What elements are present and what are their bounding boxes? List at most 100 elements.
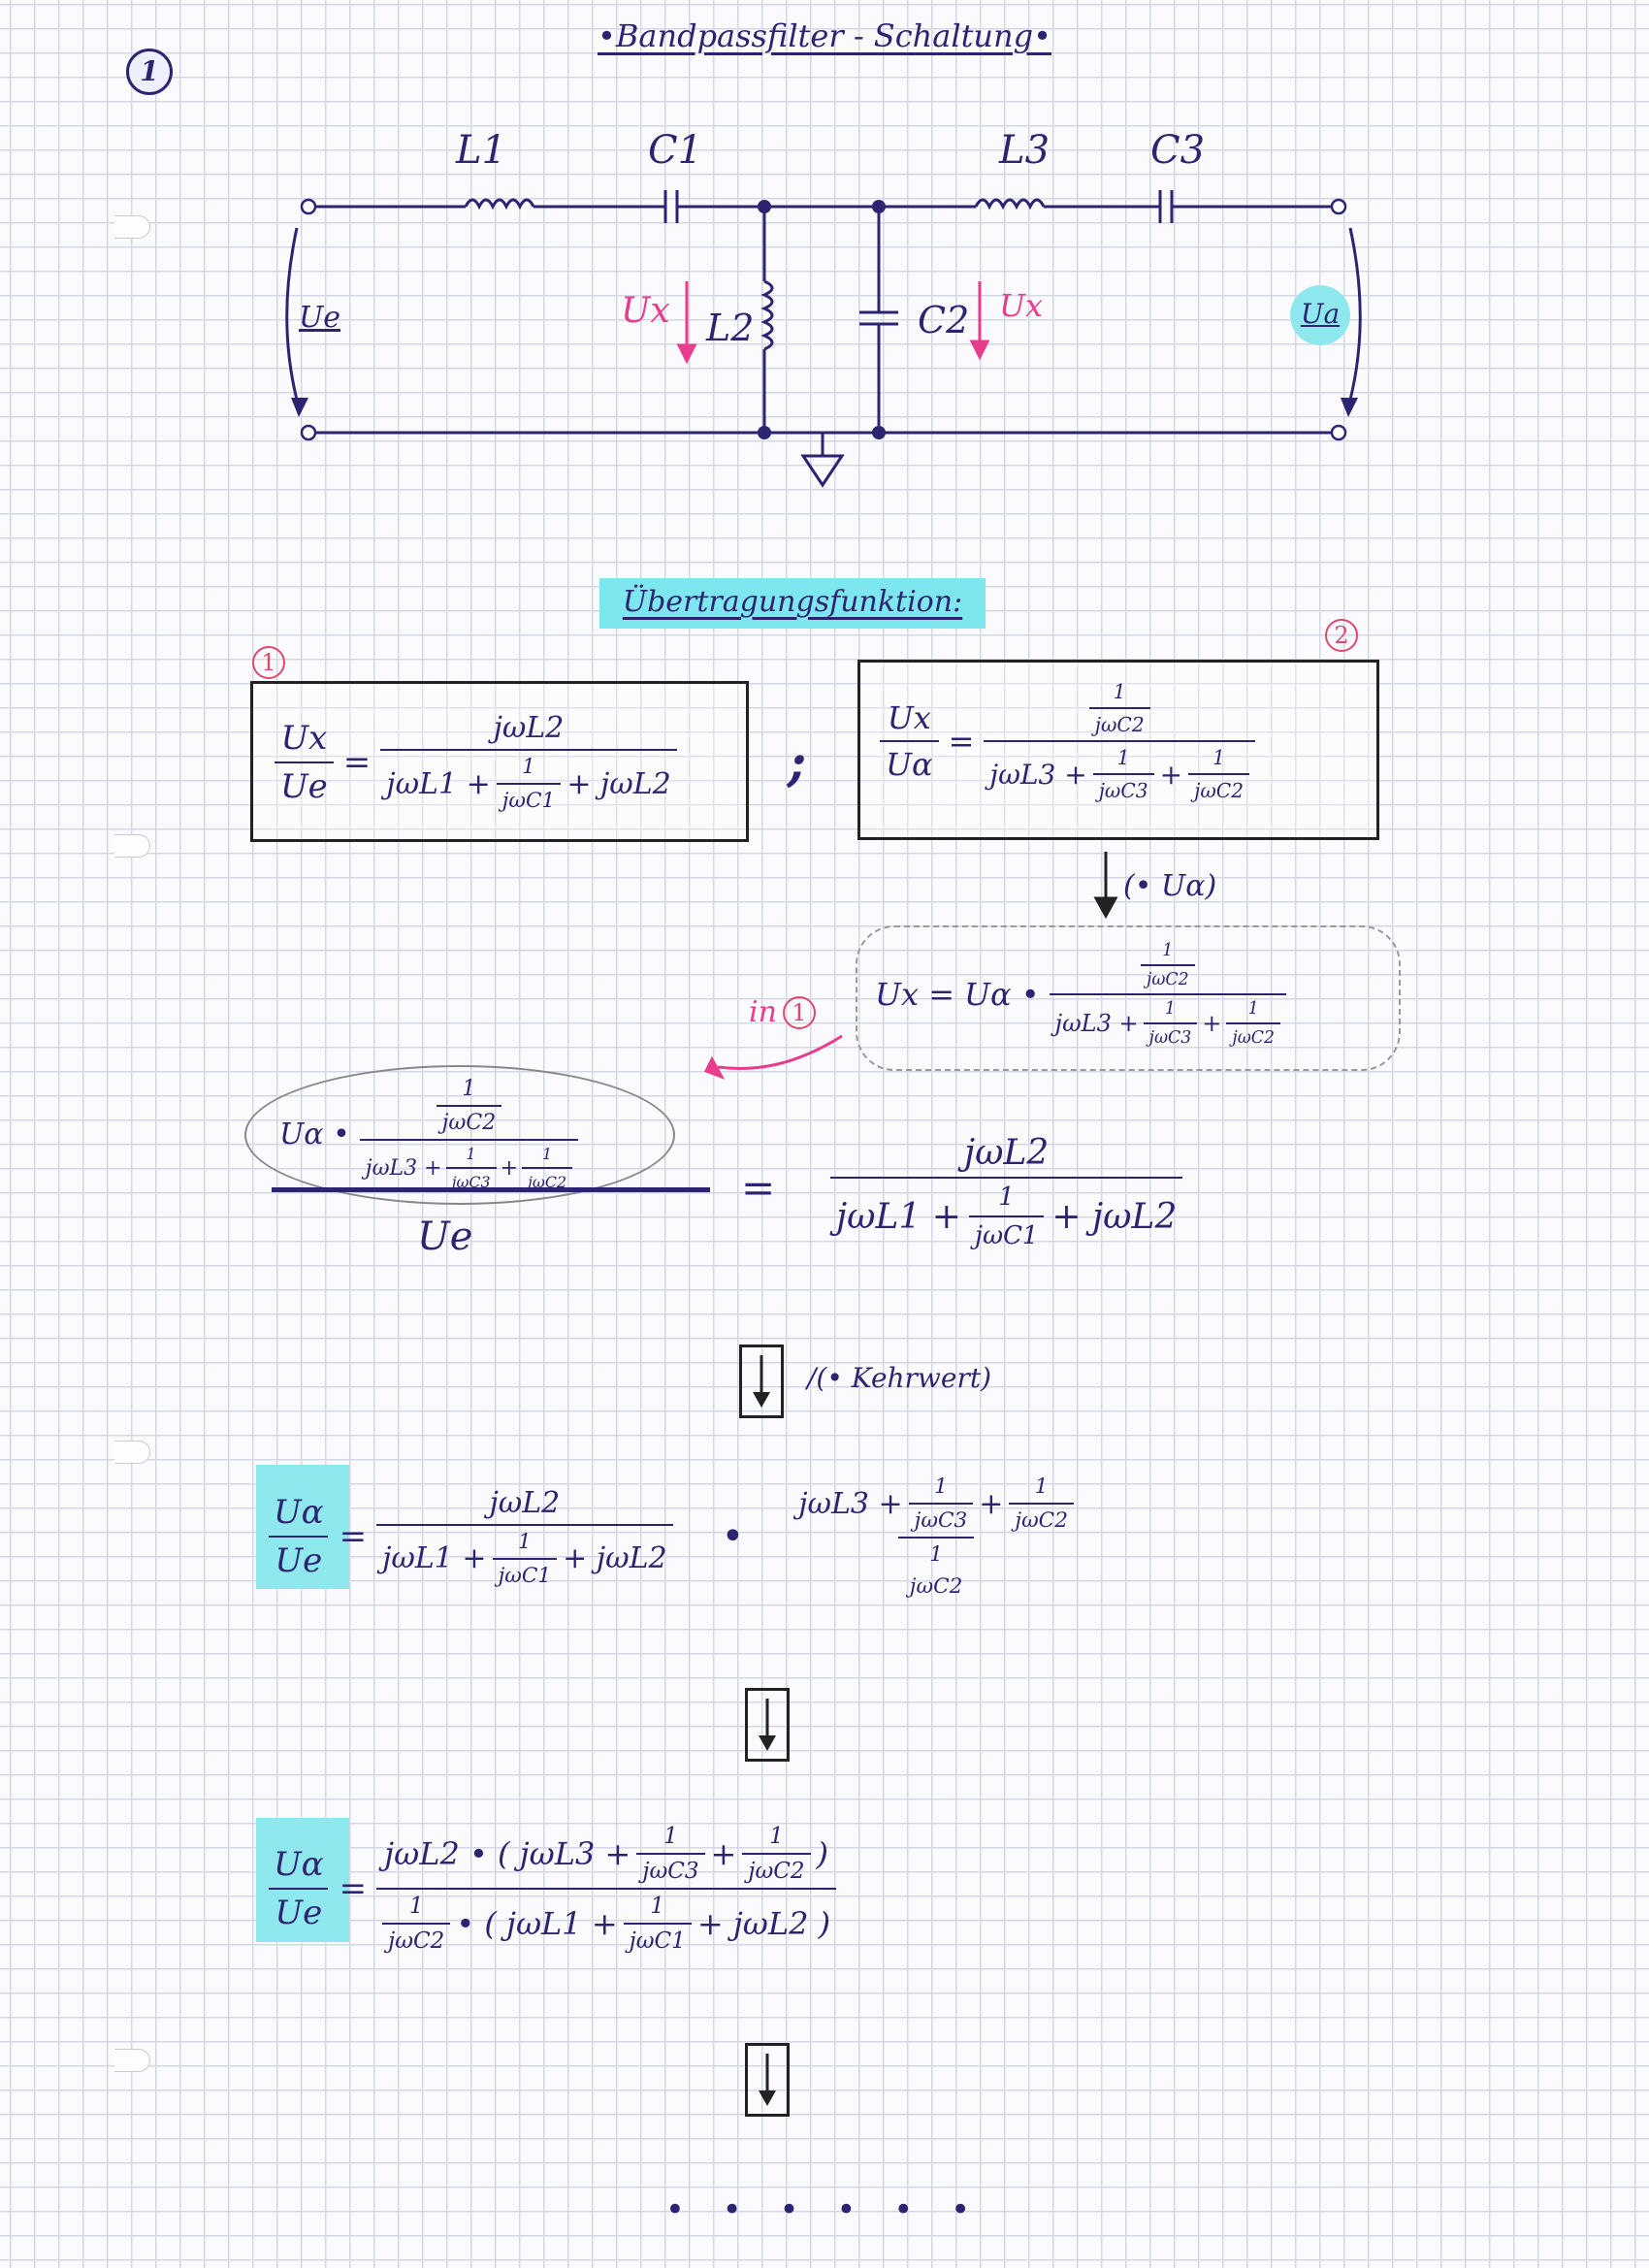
eq3-den-b-num: 1: [1164, 999, 1176, 1019]
down-arrow-box: [745, 1688, 790, 1762]
eq4-d-c: +: [500, 1155, 519, 1181]
label-c2: C2: [918, 299, 970, 341]
eq2-marker: 2: [1325, 619, 1358, 652]
down-arrowhead: [1093, 896, 1118, 920]
eq5-f2-den-num: 1: [929, 1542, 943, 1567]
eq6-den-a-num: 1: [408, 1894, 424, 1919]
insert-note: in 1: [749, 995, 816, 1029]
inductor-l2: [760, 279, 774, 351]
eq4-r-den-a: jωL1 +: [836, 1196, 961, 1237]
eq6-lhs-num: Uα: [274, 1845, 324, 1884]
eq1-num: jωL2: [493, 711, 565, 745]
eq4-d-d-den: jωC2: [522, 1167, 573, 1191]
eq6-num-b-num: 1: [663, 1824, 678, 1849]
label-l3: L3: [999, 128, 1051, 173]
eq5-dot: •: [721, 1514, 745, 1559]
eq6-den-b: • ( jωL1 +: [456, 1905, 618, 1942]
node-dot: [872, 426, 886, 439]
ellipsis: • • • • • •: [664, 2190, 985, 2229]
eq6-highlight: [256, 1818, 349, 1942]
eq5-lhs-num: Uα: [274, 1493, 324, 1532]
ux-arrowhead-right: [969, 340, 990, 361]
inductor-l1: [464, 198, 535, 211]
eq6-den-d: + jωL2 ): [696, 1905, 831, 1942]
eq4-den: Ue: [417, 1215, 473, 1259]
eq4-n-den: jωC2: [436, 1105, 502, 1135]
eq2-den-b-den: jωC3: [1092, 773, 1154, 802]
eq5-f2-num-a: jωL3 +: [798, 1486, 903, 1521]
eq4-r-num: jωL2: [964, 1133, 1050, 1173]
eq4-equals: =: [741, 1164, 776, 1212]
eq2-num-den: jωC2: [1088, 707, 1150, 736]
eq4-d-a: jωL3 +: [365, 1155, 442, 1181]
ux-arrowhead-left: [676, 343, 697, 365]
label-l2: L2: [706, 307, 755, 349]
eq5-f1-num: jωL2: [489, 1485, 561, 1520]
page-number: 1: [126, 49, 173, 95]
page-title: •Bandpassfilter - Schaltung•: [598, 17, 1051, 54]
label-ux-right: Ux: [999, 287, 1044, 324]
eq6-den-c-den: jωC1: [623, 1923, 692, 1954]
eq5-f2-num-c: +: [979, 1486, 1004, 1521]
eq3-den-a: jωL3 +: [1054, 1010, 1139, 1037]
eq6-lhs-den: Ue: [269, 1888, 329, 1932]
eq4-d-b-num: 1: [466, 1145, 476, 1163]
eq2-lhs-num: Ux: [887, 699, 931, 736]
eq2-den-d-num: 1: [1212, 746, 1225, 769]
node-dot: [758, 426, 771, 439]
eq4-r-den-b-num: 1: [998, 1183, 1015, 1212]
ue-arrowhead: [291, 398, 308, 417]
eq5-f2-num-d-num: 1: [1034, 1474, 1049, 1499]
eq5-f1-den-b-den: jωC1: [492, 1557, 558, 1588]
eq4-d-b-den: jωC3: [445, 1167, 497, 1191]
eq2-den-b-num: 1: [1116, 746, 1130, 769]
eq5-f1-den-c: + jωL2: [563, 1541, 667, 1575]
label-ua: Ua: [1290, 285, 1350, 345]
step1-label: (• Uα): [1123, 869, 1217, 903]
punch-hole: [114, 1441, 150, 1464]
eq1-lhs-num: Ux: [280, 718, 328, 758]
eq5-f2-den-den: jωC2: [909, 1574, 963, 1599]
eq2-den-d-den: jωC2: [1188, 773, 1250, 802]
eq6-num-e: ): [816, 1835, 829, 1872]
eq5-f2-num-b-den: jωC3: [908, 1503, 974, 1533]
punch-hole: [114, 215, 150, 239]
eq6-den-a-den: jωC2: [382, 1923, 451, 1954]
eq3-den-d-num: 1: [1247, 999, 1259, 1019]
eq1-den-a: jωL1 +: [386, 766, 491, 801]
insert-marker: 1: [782, 995, 816, 1029]
eq1-marker: 1: [252, 646, 285, 679]
punch-hole: [114, 834, 150, 858]
heading-transfer-function: Übertragungsfunktion:: [599, 578, 986, 629]
eq6-den-c-num: 1: [650, 1894, 665, 1919]
eq5-equals: =: [339, 1517, 368, 1556]
eq5-f1-den-a: jωL1 +: [382, 1541, 487, 1575]
eq2-den-a: jωL3 +: [989, 758, 1087, 791]
eq5-f2-num-d-den: jωC2: [1009, 1503, 1074, 1533]
down-arrow-box: [745, 2043, 790, 2117]
eq4-n-num: 1: [462, 1077, 476, 1101]
punch-hole: [114, 2049, 150, 2072]
step2-label: /(• Kehrwert): [807, 1362, 992, 1394]
label-l1: L1: [456, 128, 507, 173]
eq1-den-b-den: jωC1: [496, 783, 562, 813]
eq1-den-b-num: 1: [522, 755, 535, 779]
terminal: [1330, 424, 1347, 441]
eq4-main-line: [272, 1187, 710, 1192]
eq1-lhs-den: Ue: [275, 761, 334, 806]
eq5-f1-den-b-num: 1: [517, 1529, 532, 1554]
label-c1: C1: [648, 128, 703, 173]
eq5-lhs-den: Ue: [269, 1536, 329, 1580]
insert-label: in: [749, 995, 777, 1029]
eq4-d-d-num: 1: [541, 1145, 553, 1163]
down-arrow-box: [739, 1345, 784, 1418]
eq6-num-c: +: [710, 1835, 737, 1872]
ua-arrowhead: [1341, 398, 1358, 417]
label-ue: Ue: [299, 301, 341, 335]
